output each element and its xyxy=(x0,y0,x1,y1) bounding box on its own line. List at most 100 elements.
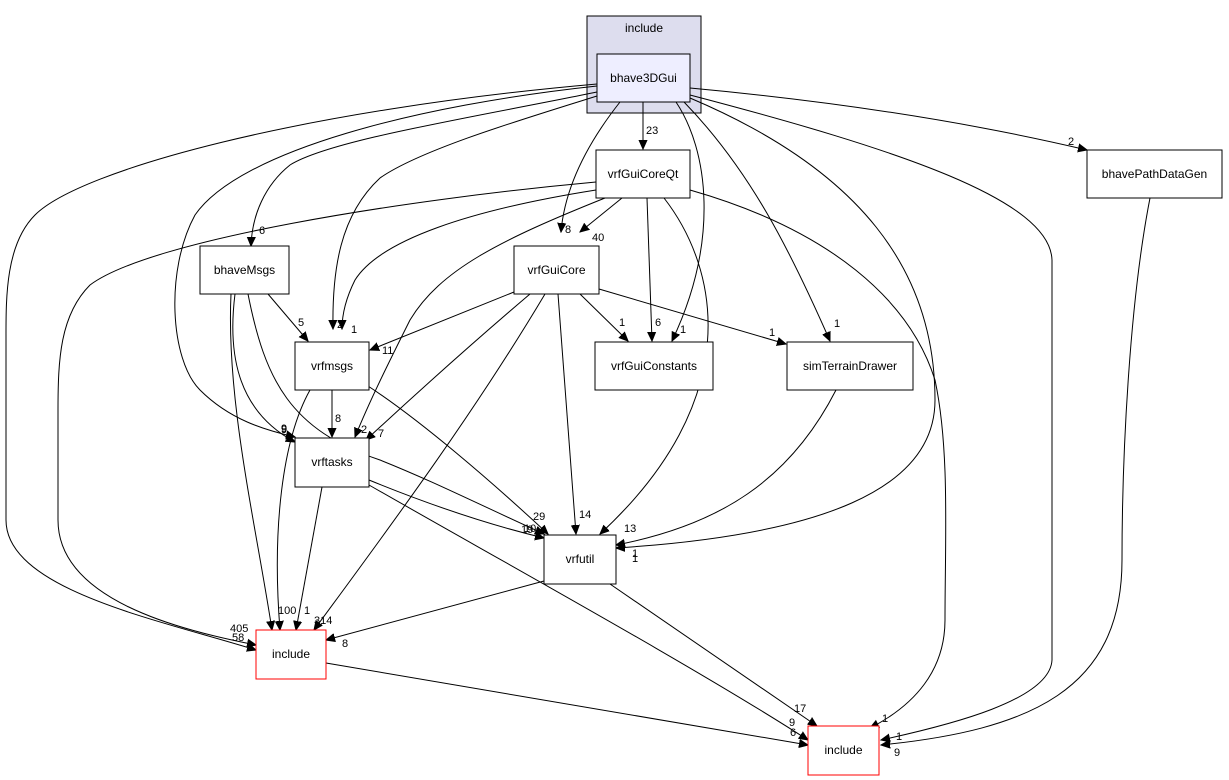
edge-label: 1 xyxy=(834,318,840,330)
node-vrfGuiCoreQt[interactable]: vrfGuiCoreQt xyxy=(595,149,691,199)
edge-line xyxy=(580,197,623,232)
node-bhave3DGui[interactable]: bhave3DGui xyxy=(596,53,691,103)
node-include-left[interactable]: include xyxy=(255,629,327,680)
edge-line xyxy=(609,583,817,726)
edge-line xyxy=(174,85,598,437)
node-box[interactable] xyxy=(807,725,880,776)
node-box[interactable] xyxy=(596,53,691,103)
edge-line xyxy=(5,83,598,650)
edge-bhave3DGui-include_left: 405 xyxy=(5,83,598,650)
edge-label: 29 xyxy=(533,511,545,523)
node-box[interactable] xyxy=(255,629,327,680)
node-vrfmsgs[interactable]: vrfmsgs xyxy=(294,341,370,391)
edge-line xyxy=(368,484,808,740)
edge-label: 9 xyxy=(281,424,287,436)
edge-vrftasks-include_right: 6 xyxy=(368,484,808,740)
edge-line xyxy=(267,293,308,341)
edge-bhave3DGui-vrfmsgs: 2 xyxy=(333,95,598,331)
edge-line xyxy=(251,91,598,246)
edge-line xyxy=(616,97,936,548)
edge-label: 1 xyxy=(896,731,902,743)
nodes: bhave3DGui vrfGuiCoreQt bhavePathDataGen… xyxy=(199,53,1223,776)
edge-bhave3DGui-simTerrainDrawer: 1 xyxy=(683,101,840,341)
node-vrfGuiConstants[interactable]: vrfGuiConstants xyxy=(594,341,714,391)
edge-line xyxy=(325,662,808,745)
edge-line xyxy=(689,189,947,728)
edge-line xyxy=(368,479,544,538)
node-box[interactable] xyxy=(513,245,600,295)
edge-bhave3DGui-vrfGuiCore: 8 xyxy=(561,101,621,236)
edge-line xyxy=(561,101,621,232)
node-label: vrfmsgs xyxy=(311,359,353,373)
node-bhaveMsgs[interactable]: bhaveMsgs xyxy=(199,245,290,295)
edge-label: 100 xyxy=(278,605,296,617)
node-label: vrftasks xyxy=(311,455,352,469)
edge-vrfGuiCoreQt-vrftasks: 2 xyxy=(355,197,606,437)
edge-line xyxy=(326,580,545,640)
edge-line xyxy=(232,293,295,442)
edge-label: 11 xyxy=(382,345,393,357)
edge-line xyxy=(247,293,544,534)
node-box[interactable] xyxy=(786,341,914,391)
node-box[interactable] xyxy=(294,341,370,391)
node-box[interactable] xyxy=(199,245,290,295)
node-label: vrfGuiCoreQt xyxy=(608,167,679,181)
edge-vrfGuiCoreQt-include_left: 58 xyxy=(57,181,597,645)
edge-simTerrainDrawer-vrfutil: 1 xyxy=(616,389,837,565)
edge-vrfGuiCore-vrftasks: 7 xyxy=(366,293,531,440)
node-label: simTerrainDrawer xyxy=(803,359,897,373)
edge-vrfGuiCore-vrfGuiConstants: 1 xyxy=(579,293,628,341)
edge-line xyxy=(598,288,786,344)
edge-bhave3DGui-bhavePathDataGen: 2 xyxy=(689,87,1087,150)
node-label: vrfutil xyxy=(566,552,595,566)
edge-line xyxy=(683,101,830,341)
node-vrftasks[interactable]: vrftasks xyxy=(294,437,370,488)
edge-line xyxy=(367,385,548,534)
node-box[interactable] xyxy=(543,534,617,585)
edge-label: 9 xyxy=(281,424,287,436)
edge-label: 1 xyxy=(304,605,310,617)
edge-label: 1 xyxy=(632,548,638,560)
edge-label: 8 xyxy=(335,413,341,425)
edge-line xyxy=(689,87,1087,150)
edge-label: 1 xyxy=(680,324,686,336)
edge-line xyxy=(333,95,598,329)
node-box[interactable] xyxy=(595,149,691,199)
edge-line xyxy=(616,389,837,545)
edge-line xyxy=(881,197,1151,745)
edge-bhave3DGui-include_right: 1 xyxy=(689,94,1053,743)
edge-bhave3DGui-vrftasks: 9 xyxy=(174,85,598,437)
edge-line xyxy=(296,486,323,630)
edge-bhaveMsgs-vrfmsgs: 5 xyxy=(267,293,308,341)
edge-label: 10 xyxy=(524,523,536,535)
node-vrfutil[interactable]: vrfutil xyxy=(543,534,617,585)
edge-label: 17 xyxy=(794,703,806,715)
node-box[interactable] xyxy=(1086,149,1223,199)
edge-vrfGuiCore-vrfmsgs: 11 xyxy=(370,291,515,357)
edge-label: 1 xyxy=(351,324,357,336)
edge-label: 314 xyxy=(314,615,332,627)
edge-label: 405 xyxy=(230,623,248,635)
edge-vrfGuiCoreQt-include_right: 1 xyxy=(689,189,947,728)
edge-line xyxy=(355,197,606,437)
edge-vrfGuiCoreQt-vrfmsgs: 1 xyxy=(342,189,597,336)
node-box[interactable] xyxy=(594,341,714,391)
node-label: bhave3DGui xyxy=(610,71,677,85)
node-box[interactable] xyxy=(294,437,370,488)
node-label: bhaveMsgs xyxy=(214,263,275,277)
node-include-right[interactable]: include xyxy=(807,725,880,776)
edge-vrfmsgs-vrftasks: 8 xyxy=(332,390,341,437)
node-bhavePathDataGen[interactable]: bhavePathDataGen xyxy=(1086,149,1223,199)
node-vrfGuiCore[interactable]: vrfGuiCore xyxy=(513,245,600,295)
edge-vrfmsgs-vrfutil: 29 xyxy=(367,385,548,534)
node-simTerrainDrawer[interactable]: simTerrainDrawer xyxy=(786,341,914,391)
edge-line xyxy=(370,291,515,350)
edge-label: 1 xyxy=(882,713,888,725)
edge-bhaveMsgs-vrftasks: 9 xyxy=(232,293,295,442)
edge-bhave3DGui-vrfGuiConstants: 1 xyxy=(672,101,705,341)
edge-label: 13 xyxy=(624,523,636,535)
edge-vrfutil-include_right: 17 xyxy=(609,583,817,726)
node-label: include xyxy=(272,647,310,661)
edge-label: 58 xyxy=(232,632,244,644)
